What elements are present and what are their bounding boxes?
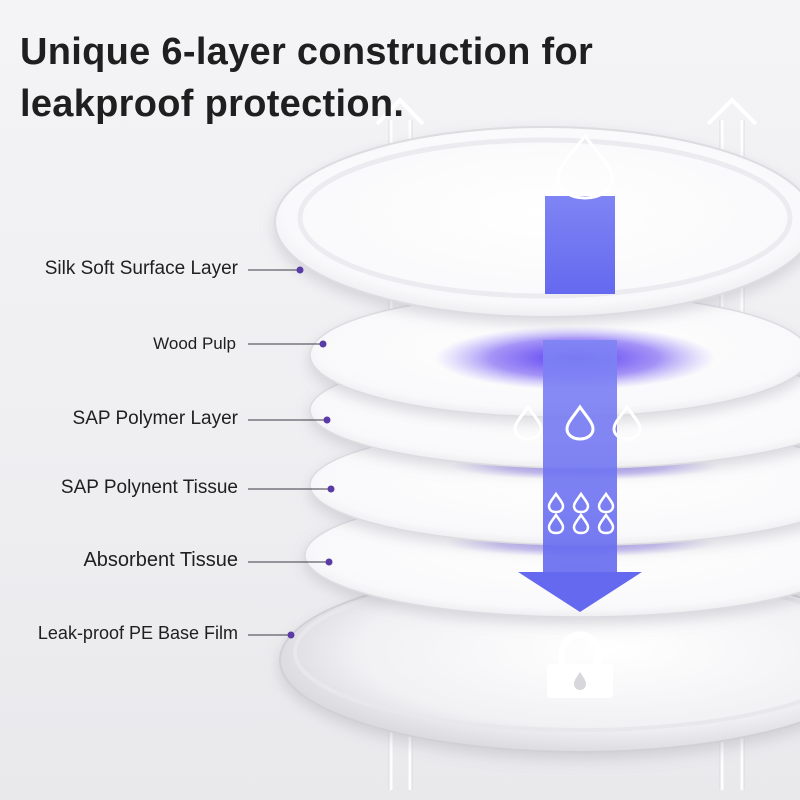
label-sap-polynent-tissue: SAP Polynent Tissue [60, 477, 238, 498]
label-silk-soft-surface-layer: Silk Soft Surface Layer [44, 258, 238, 279]
droplet-icon [556, 133, 614, 200]
headline-line-2: leakproof protection. [20, 83, 405, 125]
label-absorbent-tissue: Absorbent Tissue [83, 549, 238, 571]
arrow-up-icon [375, 97, 425, 126]
absorption-bar-top [545, 196, 615, 294]
headline: Unique 6-layer construction for leakproo… [20, 26, 620, 130]
lock-icon [547, 631, 613, 698]
droplets-icon [513, 404, 642, 441]
leader-lines [248, 269, 330, 636]
leader-dots [287, 266, 335, 639]
label-sap-polymer-layer: SAP Polymer Layer [72, 408, 238, 429]
small-droplets-icon [547, 491, 615, 535]
label-wood-pulp: Wood Pulp [153, 334, 236, 353]
absorption-bar-bottom [543, 340, 617, 572]
headline-line-1: Unique 6-layer construction for [20, 31, 594, 73]
arrow-down-icon [518, 572, 642, 612]
label-leak-proof-pe-base-film: Leak-proof PE Base Film [37, 623, 238, 643]
layer-silk-surface [274, 126, 800, 318]
